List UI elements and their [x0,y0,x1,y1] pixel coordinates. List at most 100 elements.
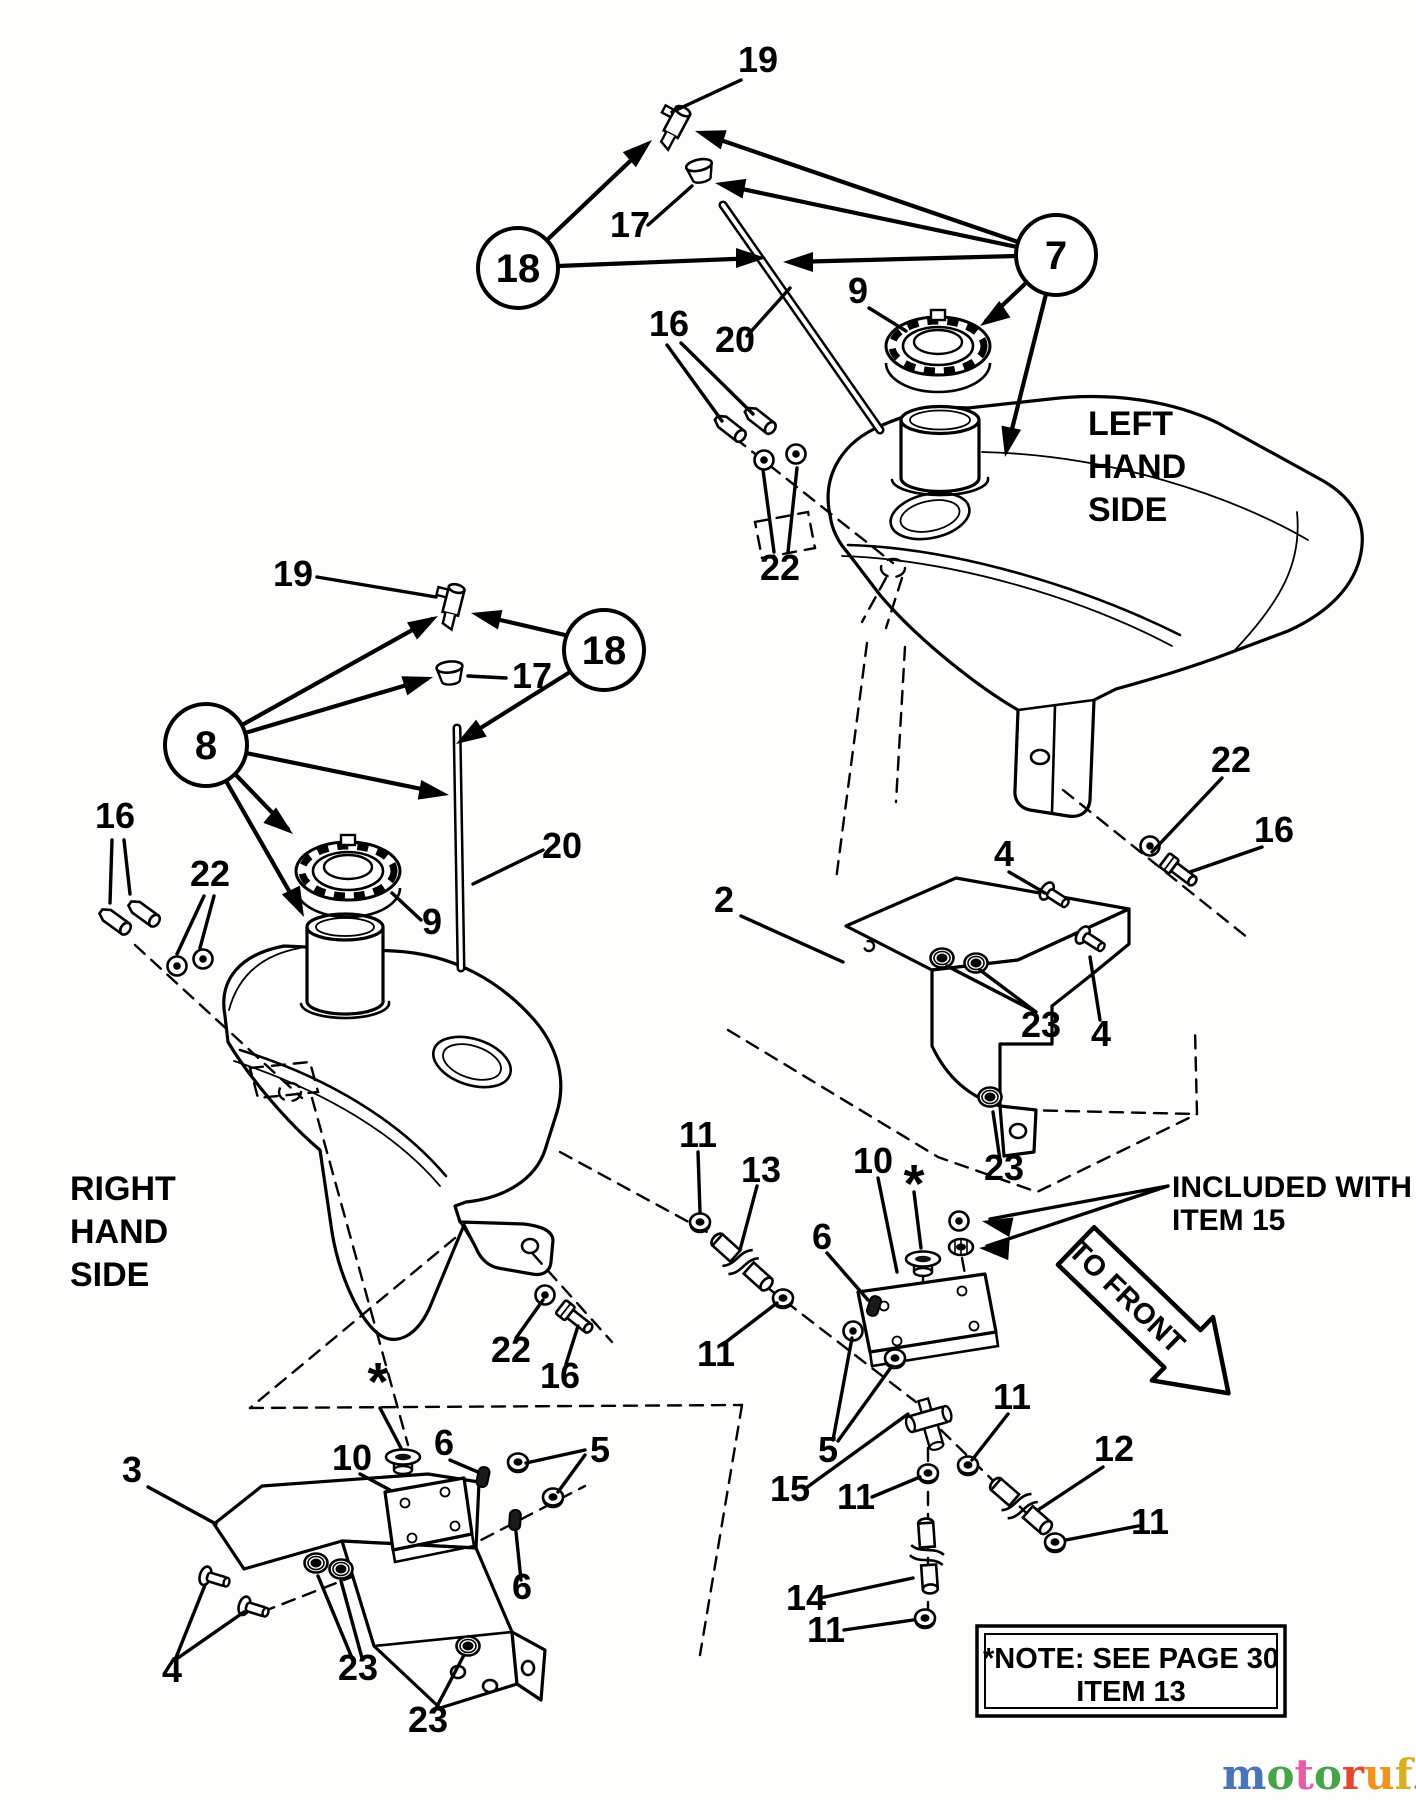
arrowhead [471,610,503,630]
arrowhead [736,248,766,268]
label-16-top: 16 [649,303,689,344]
leader-11-b [720,1301,779,1347]
arrowhead [407,616,438,640]
leader-19-mid [315,575,438,599]
label-13: 13 [741,1149,781,1190]
note-line2: ITEM 13 [1076,1676,1186,1708]
included-with-note: INCLUDED WITH ITEM 15 [1172,1171,1412,1237]
arrowhead [982,1217,1014,1238]
leader-16-mid-low [564,1324,580,1366]
callout-circle-18-top [476,226,560,310]
bracket3-hole-b [481,1678,499,1694]
label-23-c: 23 [338,1647,378,1688]
plate10-left-thickness [391,1532,476,1564]
callout-circle-7 [1014,213,1098,297]
label-22-mid: 22 [190,853,230,894]
leader-22-mid [175,894,216,956]
dash-16-22-right [133,943,304,1100]
washer-22-right-a [166,955,188,977]
leader-4-a [1007,870,1047,895]
leader-23-b [991,1110,1002,1162]
label-4-a: 4 [994,833,1014,874]
dash-box-left-c [698,1403,744,1657]
dashed-alignment-lines [133,436,1250,1657]
leader-14 [818,1576,915,1600]
leader-11-e [970,1412,1010,1462]
label-4-c: 4 [162,1649,182,1690]
left-tank-handle-recess [889,491,971,541]
rod-inner [455,726,463,970]
leader-23-d [432,1653,466,1714]
leader-20-top [745,286,792,338]
label-16-mid: 16 [95,795,135,836]
logo-letter-f: f [1395,1750,1416,1799]
plate-hole [406,1532,418,1544]
arrow-18top-to-19 [543,143,649,244]
logo: motoruf.de [1222,1750,1416,1799]
arrow-18top-to-rod [555,255,761,269]
logo-wordmark: motoruf.de [1222,1750,1416,1799]
left-tank-neck-inner [909,409,971,431]
label-23-b: 23 [984,1147,1024,1188]
nut-11-e [956,1455,980,1477]
callout-18-mid-number: 18 [582,629,627,673]
leader-20-mid [471,848,545,886]
label-23-a: 23 [1021,1004,1061,1045]
callout-arrows [223,130,1170,1261]
leader-11-c [870,1475,922,1499]
left-tank-end-seam [1234,511,1299,651]
label-17-mid: 17 [512,655,552,696]
label-15: 15 [770,1468,810,1509]
label-5-left: 5 [590,1429,610,1470]
bracket3-flange-edge [372,1630,514,1648]
logo-letter-t: t [1294,1750,1314,1799]
nut-11-d [913,1608,937,1630]
right-tank-tab-hole [520,1237,540,1255]
leader-star-left [378,1406,403,1450]
label-2: 2 [714,879,734,920]
label-star-left: * [367,1352,388,1412]
arrowhead [263,807,293,834]
dash-fuel-line-b [766,1286,918,1404]
leader-5-left [524,1448,587,1494]
left-side-line3: SIDE [1088,491,1167,529]
side-label-left: LEFT HAND SIDE [1088,405,1186,529]
bracket3-side-tab [510,1630,547,1702]
dash-right-tank-hidden [248,1060,320,1100]
right-tank-handle-recess [431,1035,513,1089]
left-tank-seam [846,543,1182,637]
leader-10-left [358,1472,392,1492]
arrowhead [1001,425,1022,457]
arrowhead [715,178,747,199]
tee-stem-end [928,1440,945,1451]
tee-end-right [941,1404,953,1423]
washer-included-a [948,1210,970,1232]
label-12: 12 [1094,1428,1134,1469]
isolator-plate-10-mid [856,1272,1000,1368]
right-tank-tab-edge [459,1221,477,1249]
arrow-8-to-19 [239,616,435,728]
leader-11-f [1064,1524,1140,1542]
arrowhead [695,130,727,150]
dash-left-tank-outlet-lines [860,576,904,630]
arrow-7-to-19 [700,131,1021,245]
label-19-mid: 19 [273,553,313,594]
logo-letter-o2: o [1314,1750,1342,1799]
note-line1: *NOTE: SEE PAGE 30 [983,1643,1279,1675]
label-20-mid: 20 [542,825,582,866]
leader-23-a [945,964,1038,1014]
label-3: 3 [122,1449,142,1490]
label-23-d: 23 [408,1699,448,1740]
arrowhead [979,1240,1010,1261]
leader-star-mid [912,1190,923,1250]
label-5-mid: 5 [818,1429,838,1470]
label-star-mid: * [903,1154,924,1214]
leader-9-top [867,306,908,333]
dash-box-left-a [248,1236,457,1410]
dash-bolts4-bracket3 [260,1571,364,1614]
right-tank-seam2 [233,1060,441,1187]
to-front-banner [1055,1225,1231,1396]
leader-lines [108,78,1264,1714]
